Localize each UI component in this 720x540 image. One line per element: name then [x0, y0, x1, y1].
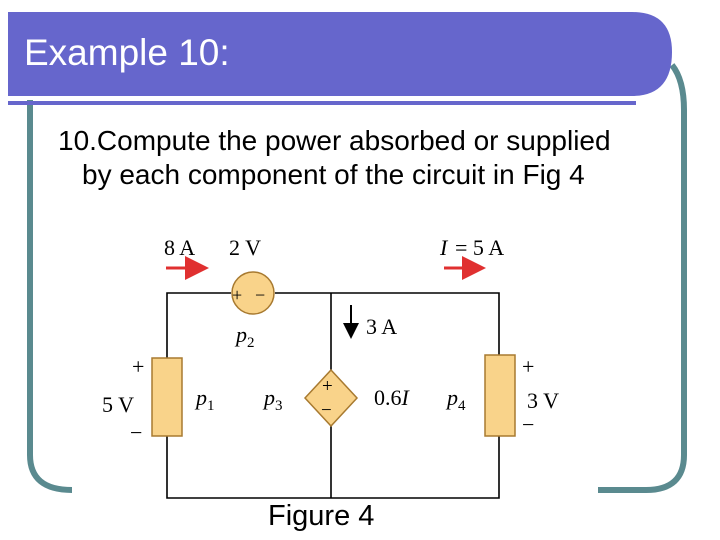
- label-2v: 2 V: [229, 235, 261, 260]
- left-source: [151, 357, 183, 437]
- label-p3: p3: [262, 385, 283, 414]
- right-source-voltage: 3 V: [527, 388, 559, 413]
- label-5a: = 5 A: [455, 235, 504, 260]
- top-source-plus: +: [232, 285, 242, 305]
- label-8a: 8 A: [164, 235, 195, 260]
- left-source-voltage: 5 V: [102, 392, 134, 417]
- top-source-minus: −: [255, 285, 265, 305]
- problem-statement: 10.Compute the power absorbed or supplie…: [58, 125, 611, 190]
- circuit-wires: [166, 292, 500, 499]
- right-source-plus: +: [522, 354, 534, 379]
- top-source: [231, 271, 275, 315]
- dependent-source-value: 0.6I: [374, 385, 411, 410]
- dependent-source-minus: −: [321, 400, 332, 421]
- right-source: [484, 354, 516, 437]
- frame-border-right: [598, 63, 687, 493]
- figure-caption: Figure 4: [268, 500, 375, 532]
- wire-bottom: [166, 436, 500, 499]
- wire-top-right: [275, 292, 500, 355]
- dependent-source-plus: +: [322, 376, 333, 397]
- label-p2: p2: [234, 322, 255, 351]
- frame-border: [27, 100, 73, 493]
- wire-top-left: [166, 292, 231, 358]
- left-source-minus: −: [130, 420, 142, 445]
- right-source-minus: −: [522, 412, 534, 437]
- slide-title: Example 10:: [24, 32, 230, 73]
- label-p4: p4: [445, 385, 466, 414]
- label-3a: 3 A: [366, 314, 397, 339]
- dependent-source: [303, 368, 359, 428]
- left-source-plus: +: [132, 354, 144, 379]
- label-p1: p1: [194, 385, 215, 414]
- label-i-symbol: I: [439, 235, 449, 260]
- title-bar: [8, 12, 672, 96]
